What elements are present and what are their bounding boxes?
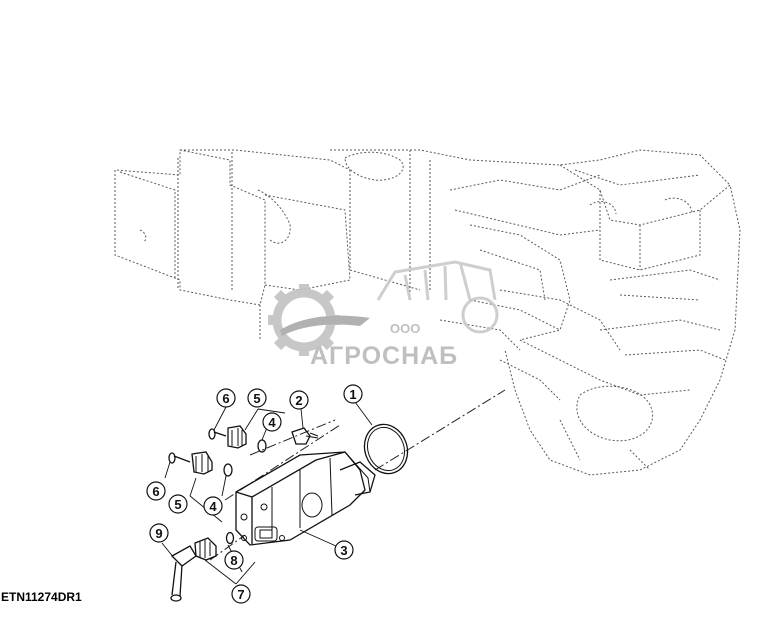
lower-fitting-set <box>168 451 233 477</box>
callout-9: 9 <box>149 523 169 543</box>
callout-4-lower: 4 <box>203 496 223 516</box>
o-ring <box>363 423 409 475</box>
callout-8: 8 <box>224 550 244 570</box>
callout-1: 1 <box>343 384 363 404</box>
watermark-company-type: ООО <box>390 321 420 336</box>
callout-4-upper: 4 <box>262 412 282 432</box>
assembly-centerline <box>374 389 506 471</box>
leader-lines <box>161 401 373 585</box>
watermark: ООО АГРОСНАБ <box>268 260 499 370</box>
callout-7: 7 <box>231 584 251 604</box>
callout-2: 2 <box>289 390 309 410</box>
upper-fitting-set <box>208 425 319 453</box>
svg-text:9: 9 <box>155 526 162 541</box>
gear-icon <box>268 284 370 356</box>
svg-text:2: 2 <box>295 393 302 408</box>
callout-5-lower: 5 <box>168 494 188 514</box>
svg-text:7: 7 <box>237 587 244 602</box>
svg-text:3: 3 <box>340 543 347 558</box>
callout-3: 3 <box>334 540 354 560</box>
svg-text:6: 6 <box>222 391 229 406</box>
svg-text:5: 5 <box>253 391 260 406</box>
tractor-icon <box>376 260 499 334</box>
svg-text:8: 8 <box>230 553 237 568</box>
svg-text:5: 5 <box>174 497 181 512</box>
transmission-housing-outline <box>114 149 741 476</box>
svg-text:4: 4 <box>268 415 276 430</box>
elbow-fitting-set <box>170 531 235 602</box>
callout-6-lower: 6 <box>146 481 166 501</box>
svg-text:4: 4 <box>209 499 217 514</box>
callout-6-upper: 6 <box>216 388 236 408</box>
svg-text:6: 6 <box>152 484 159 499</box>
figure-code: ETN11274DR1 <box>1 590 82 604</box>
watermark-brand: АГРОСНАБ <box>310 342 458 370</box>
hydraulic-pump <box>235 451 376 546</box>
svg-text:1: 1 <box>349 387 356 402</box>
callout-5-upper: 5 <box>247 388 267 408</box>
